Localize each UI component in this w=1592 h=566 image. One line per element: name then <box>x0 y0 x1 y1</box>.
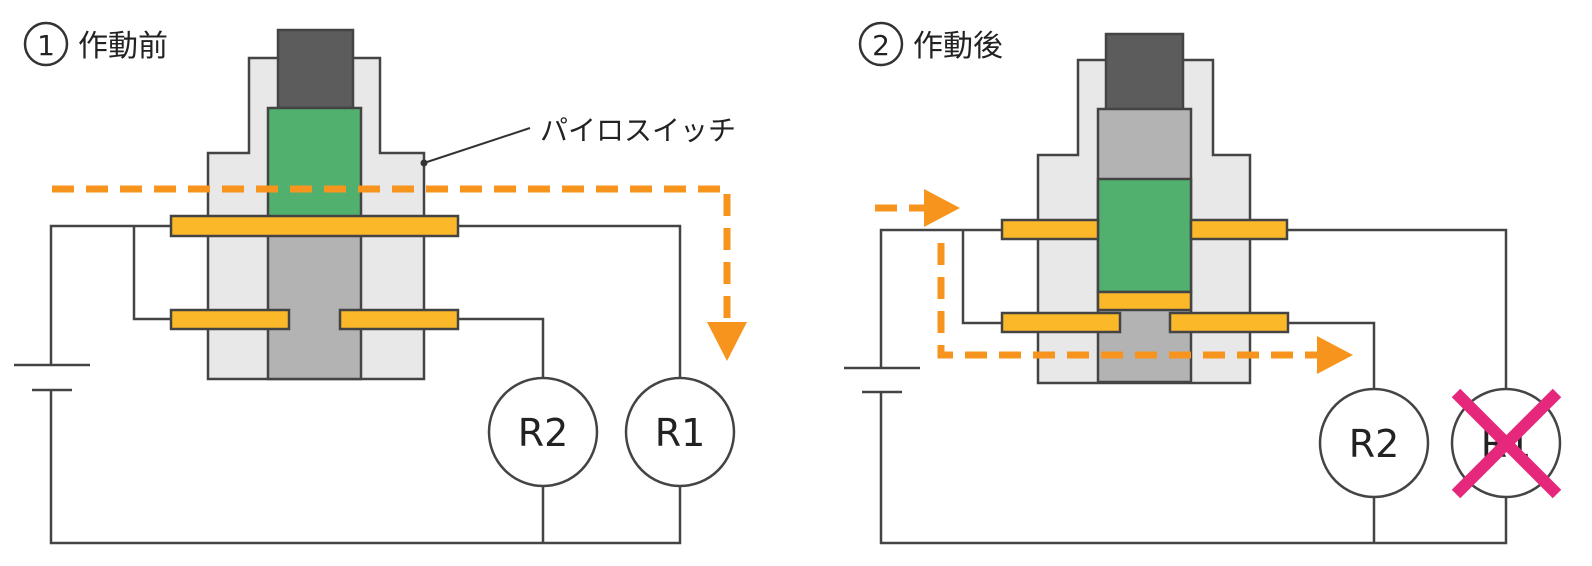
lower-contact-right-after <box>1168 311 1290 334</box>
flow-arrowhead-down <box>707 322 747 361</box>
piston-contact <box>1096 290 1193 312</box>
resistor-r2-before <box>487 376 599 488</box>
switch-cap-after <box>1104 32 1185 113</box>
flow-arrowhead-right-out <box>1317 336 1353 374</box>
current-flow-after <box>937 243 1318 359</box>
step-badge-1 <box>23 21 69 67</box>
callout-leader <box>423 127 531 164</box>
wire-branch-after <box>961 230 1002 325</box>
step-number-1: 1 <box>37 29 55 62</box>
resistor-r2-after <box>1318 387 1430 499</box>
upper-contact-bar <box>169 214 460 238</box>
wire-r2-top-after <box>1287 321 1376 388</box>
resistor-r2-label-after: R2 <box>1349 422 1400 466</box>
step-badge-2 <box>858 21 904 67</box>
wire-branch <box>132 226 171 321</box>
wire-r1-top <box>458 224 682 378</box>
panel-after: 2 作動後 R2 R1 <box>844 21 1562 545</box>
resistor-r2-label-before: R2 <box>518 411 569 455</box>
piston-after <box>1096 177 1193 294</box>
callout-pyro-switch: パイロスイッチ <box>540 114 736 147</box>
piston <box>266 106 363 222</box>
upper-contact-left-after <box>1000 218 1100 241</box>
wire-r1-top-after <box>1287 228 1508 388</box>
lower-contact-right <box>338 308 460 331</box>
bore <box>266 215 363 381</box>
callout-dot <box>420 159 428 167</box>
lower-contact-left-after <box>1000 311 1122 334</box>
wire-left-loop-after <box>879 228 1002 368</box>
resistor-r1-label-before: R1 <box>655 411 706 455</box>
panel-title-before: 作動前 <box>78 29 168 64</box>
wire-r2-top <box>458 317 545 378</box>
resistor-r1-before <box>624 376 736 488</box>
cross-mark-b <box>1451 388 1562 499</box>
wire-battery-bottom-after <box>879 392 1508 545</box>
lower-contact-left <box>169 308 291 331</box>
switch-cap <box>276 28 355 110</box>
panel-before: 1 作動前 パイロスイッチ R2 R1 <box>14 21 747 545</box>
panel-title-after: 作動後 <box>913 29 1003 64</box>
upper-contact-right-after <box>1189 218 1289 241</box>
flow-arrowhead-right-in <box>924 189 960 227</box>
wire-left-loop <box>49 224 171 365</box>
current-flow-before <box>52 185 731 322</box>
step-number-2: 2 <box>872 29 890 62</box>
wire-battery-bottom <box>49 390 682 545</box>
